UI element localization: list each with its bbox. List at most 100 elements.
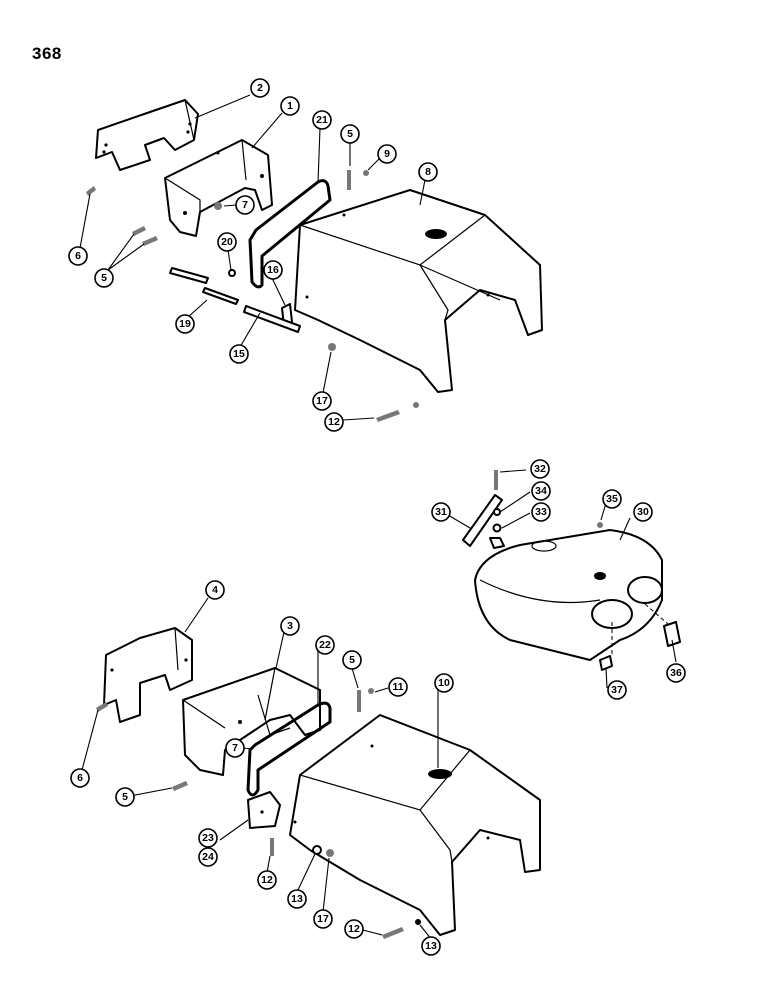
toolbox-assembly [462, 470, 681, 671]
nut-part-33b [489, 537, 505, 549]
strap-part-31 [462, 494, 503, 547]
callout-10: 10 [434, 673, 454, 693]
screw-part-12c [382, 927, 404, 939]
callout-7-lower: 7 [225, 738, 245, 758]
callout-32: 32 [530, 459, 550, 479]
callout-label: 7 [232, 742, 238, 754]
washer-part-13b [415, 919, 421, 925]
callout-15: 15 [229, 344, 249, 364]
callout-17-upper: 17 [312, 391, 332, 411]
bracket-part-2 [95, 99, 199, 171]
callout-label: 20 [221, 236, 233, 248]
screw-part-35 [597, 522, 603, 528]
strip-part-15 [243, 305, 301, 333]
rod-tip-19 [169, 267, 209, 284]
callout-label: 5 [122, 791, 128, 803]
latch-part-37 [599, 655, 613, 671]
rod-part-19 [202, 287, 239, 305]
callout-35: 35 [602, 489, 622, 509]
callout-label: 4 [212, 584, 218, 596]
screw-part-6 [86, 186, 96, 196]
callout-8: 8 [418, 162, 438, 182]
nut-part-33 [492, 523, 502, 533]
callout-label: 13 [425, 940, 437, 952]
callout-label: 3 [287, 620, 293, 632]
callout-label: 12 [348, 923, 360, 935]
callout-label: 15 [233, 348, 245, 360]
callout-31: 31 [431, 502, 451, 522]
callout-12-lower-left: 12 [257, 870, 277, 890]
screw-part-5c [172, 781, 188, 791]
nut-part-11 [368, 688, 374, 694]
callout-label: 37 [611, 684, 623, 696]
callout-22: 22 [315, 635, 335, 655]
callout-label: 19 [179, 318, 191, 330]
callout-1: 1 [280, 96, 300, 116]
callout-23: 23 [198, 828, 218, 848]
callout-17-lower: 17 [313, 909, 333, 929]
nut-part-20 [228, 269, 236, 277]
callout-label: 33 [535, 506, 547, 518]
callout-label: 11 [392, 681, 403, 693]
callout-19: 19 [175, 314, 195, 334]
callout-label: 17 [316, 395, 328, 407]
callout-label: 16 [267, 264, 279, 276]
leader-lines [79, 94, 677, 941]
callout-3: 3 [280, 616, 300, 636]
callout-label: 7 [242, 199, 248, 211]
upper-assembly [86, 99, 543, 422]
callout-label: 22 [319, 639, 331, 651]
latch-part-36 [663, 621, 681, 647]
callout-label: 10 [438, 677, 450, 689]
screw-part-5d [357, 690, 361, 712]
callout-13-upper: 13 [287, 889, 307, 909]
callout-30: 30 [633, 502, 653, 522]
cover-part-3 [182, 667, 321, 776]
callout-label: 24 [202, 851, 214, 863]
screw-part-32 [494, 470, 498, 490]
bracket-part-4 [103, 627, 193, 723]
callout-label: 5 [101, 272, 107, 284]
callout-5-upper: 5 [340, 124, 360, 144]
callout-11: 11 [388, 677, 408, 697]
callout-label: 2 [257, 82, 263, 94]
callout-16: 16 [263, 260, 283, 280]
callout-label: 9 [384, 148, 390, 160]
callout-label: 30 [637, 506, 649, 518]
callout-label: 34 [535, 485, 547, 497]
callout-21: 21 [312, 110, 332, 130]
callout-5-lower-top: 5 [342, 650, 362, 670]
page-number: 368 [32, 44, 62, 63]
callout-6-lower: 6 [70, 768, 90, 788]
callout-34: 34 [531, 481, 551, 501]
callout-20: 20 [217, 232, 237, 252]
callout-5-left: 5 [94, 268, 114, 288]
callout-4: 4 [205, 580, 225, 600]
callout-2: 2 [250, 78, 270, 98]
callout-label: 1 [287, 100, 293, 112]
callout-5-lower-left: 5 [115, 787, 135, 807]
hood-part-8 [294, 189, 543, 393]
callout-24: 24 [198, 847, 218, 867]
callout-label: 17 [317, 913, 329, 925]
gasket-part-21 [248, 179, 332, 289]
hood-part-10 [289, 714, 541, 936]
nut-part-17 [328, 343, 336, 351]
callout-label: 5 [347, 128, 353, 140]
callout-label: 12 [328, 416, 340, 428]
washer-part-34 [493, 508, 501, 516]
callout-label: 6 [77, 772, 83, 784]
washer-part-12 [413, 402, 419, 408]
screws-part-5 [132, 226, 158, 246]
plate-part-23 [247, 791, 281, 829]
callout-label: 35 [606, 493, 618, 505]
callout-label: 5 [349, 654, 355, 666]
callout-13-lower: 13 [421, 936, 441, 956]
cover-part-1 [164, 139, 273, 237]
callout-label: 8 [425, 166, 431, 178]
callout-label: 13 [291, 893, 303, 905]
nut-part-9 [363, 170, 369, 176]
callout-9: 9 [377, 144, 397, 164]
callout-6-upper: 6 [68, 246, 88, 266]
